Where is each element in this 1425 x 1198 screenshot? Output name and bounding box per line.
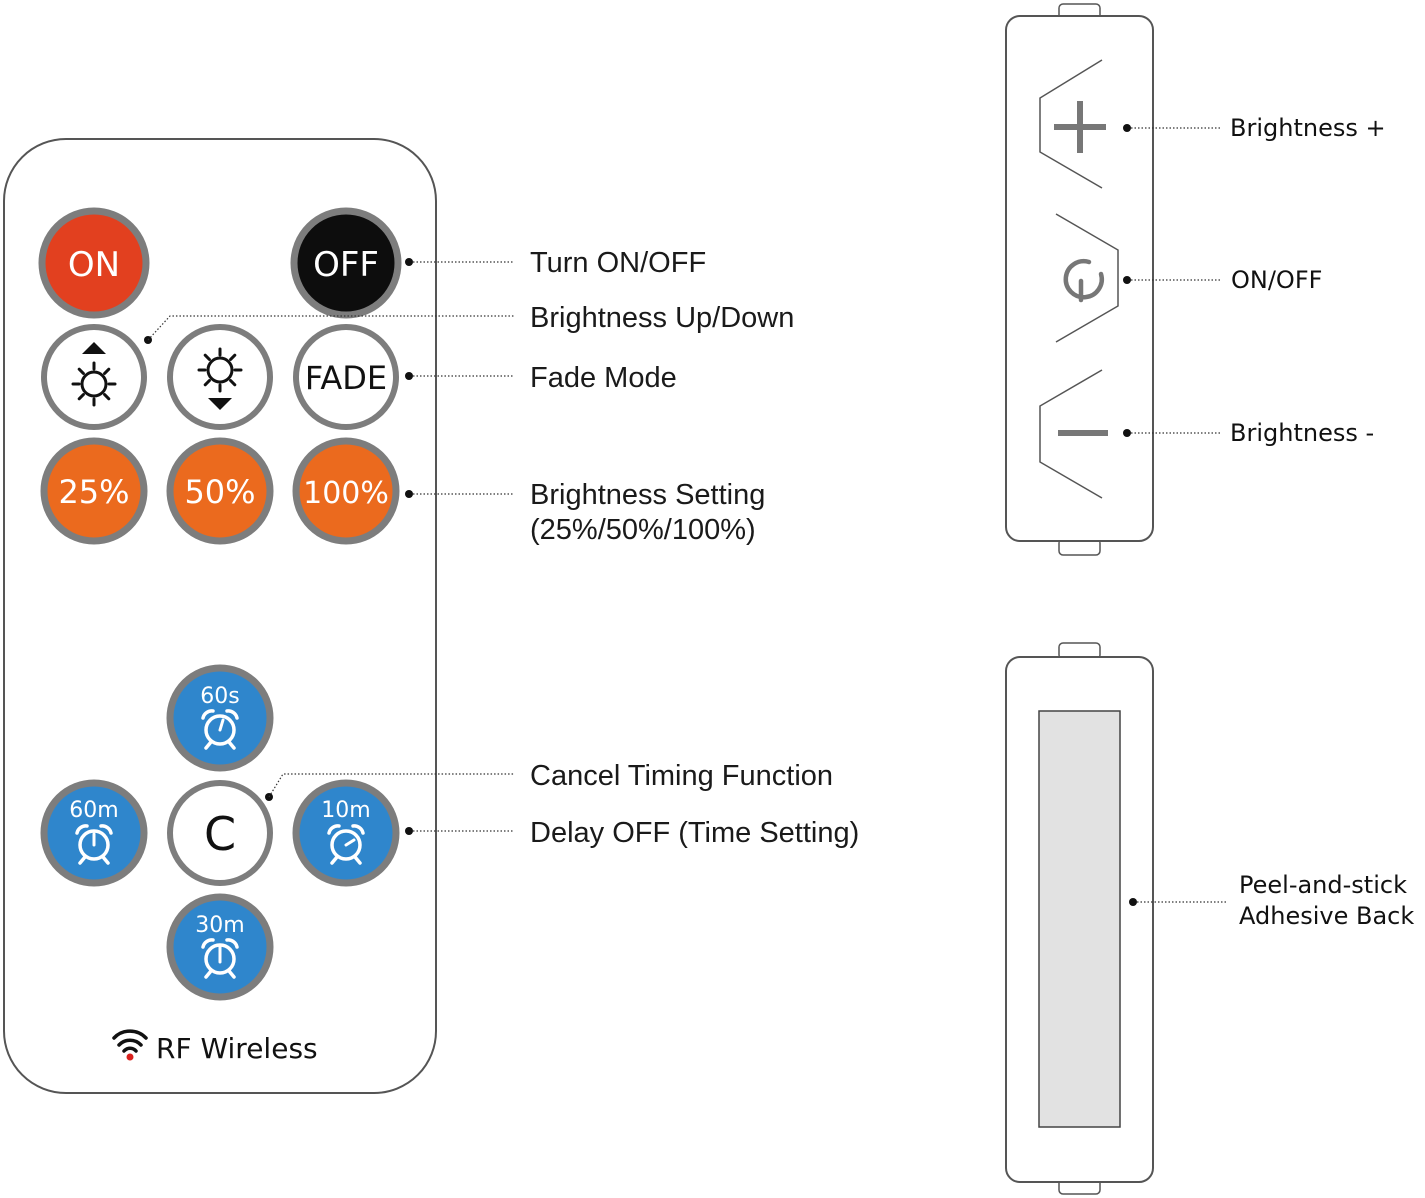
callout-turn-on-off: Turn ON/OFF <box>405 247 706 279</box>
alarm-clock-icon <box>75 824 113 865</box>
callout-brightness-setting-line1: Brightness Setting <box>530 479 765 511</box>
timer-60m-label: 60m <box>69 798 118 823</box>
brightness-up-icon <box>71 342 117 407</box>
timer-30m-label: 30m <box>195 913 244 938</box>
rf-wireless-label: RF Wireless <box>156 1032 318 1065</box>
power-icon <box>1063 259 1104 303</box>
cancel-timer-label: C <box>204 807 236 861</box>
back-panel <box>1005 642 1154 1195</box>
timer-60m-button[interactable]: 60m <box>40 779 148 887</box>
callout-brightness-minus: Brightness - <box>1123 419 1374 447</box>
timer-10m-label: 10m <box>321 798 370 823</box>
on-button-label: ON <box>68 245 120 285</box>
brightness-plus-touch-key[interactable] <box>1039 59 1106 189</box>
timer-60s-label: 60s <box>200 684 239 709</box>
callout-on-off: ON/OFF <box>1123 266 1322 294</box>
alarm-clock-icon <box>201 938 239 979</box>
callout-brightness-plus: Brightness + <box>1123 114 1386 142</box>
on-button[interactable]: ON <box>38 207 150 319</box>
timer-60s-button[interactable]: 60s <box>166 664 274 772</box>
brightness-25-label: 25% <box>58 473 129 511</box>
off-button-label: OFF <box>313 245 379 285</box>
callout-brightness-setting: Brightness Setting (25%/50%/100%) <box>405 479 765 546</box>
callout-fade-mode-text: Fade Mode <box>530 362 677 394</box>
callout-adhesive-line2: Adhesive Back <box>1239 902 1414 930</box>
control-panel <box>1005 3 1154 556</box>
off-button[interactable]: OFF <box>290 207 402 319</box>
alarm-clock-icon <box>327 824 365 865</box>
wifi-icon <box>112 1029 148 1061</box>
brightness-25-button[interactable]: 25% <box>40 437 148 545</box>
callout-delay-off-text: Delay OFF (Time Setting) <box>530 817 859 849</box>
callout-delay-off: Delay OFF (Time Setting) <box>405 817 859 849</box>
timer-10m-button[interactable]: 10m <box>292 779 400 887</box>
brightness-100-label: 100% <box>303 476 389 511</box>
brightness-50-button[interactable]: 50% <box>166 437 274 545</box>
callout-adhesive-line1: Peel-and-stick <box>1239 871 1407 899</box>
alarm-clock-icon <box>201 709 239 750</box>
callout-on-off-text: ON/OFF <box>1231 266 1322 294</box>
callout-cancel-timing-text: Cancel Timing Function <box>530 760 833 792</box>
brightness-down-icon <box>197 347 243 410</box>
callout-brightness-setting-line2: (25%/50%/100%) <box>530 514 756 546</box>
callout-turn-on-off-text: Turn ON/OFF <box>530 247 706 279</box>
callout-brightness-plus-text: Brightness + <box>1230 114 1386 142</box>
fade-button-label: FADE <box>305 359 387 397</box>
callout-fade-mode: Fade Mode <box>405 362 677 394</box>
callout-brightness-updown: Brightness Up/Down <box>144 302 794 344</box>
brightness-100-button[interactable]: 100% <box>292 437 400 545</box>
fade-button[interactable]: FADE <box>293 324 399 430</box>
callout-brightness-updown-text: Brightness Up/Down <box>530 302 794 334</box>
plus-icon <box>1054 101 1106 153</box>
callout-adhesive-back: Peel-and-stick Adhesive Back <box>1129 871 1414 930</box>
timer-30m-button[interactable]: 30m <box>166 893 274 1001</box>
callout-brightness-minus-text: Brightness - <box>1230 419 1374 447</box>
brightness-up-button[interactable] <box>41 324 147 430</box>
on-off-touch-key[interactable] <box>1055 213 1119 343</box>
callout-cancel-timing: Cancel Timing Function <box>265 760 833 801</box>
brightness-50-label: 50% <box>184 473 255 511</box>
cancel-timer-button[interactable]: C <box>167 780 273 886</box>
adhesive-strip <box>1038 710 1121 1128</box>
brightness-minus-touch-key[interactable] <box>1039 369 1108 499</box>
brightness-down-button[interactable] <box>167 324 273 430</box>
